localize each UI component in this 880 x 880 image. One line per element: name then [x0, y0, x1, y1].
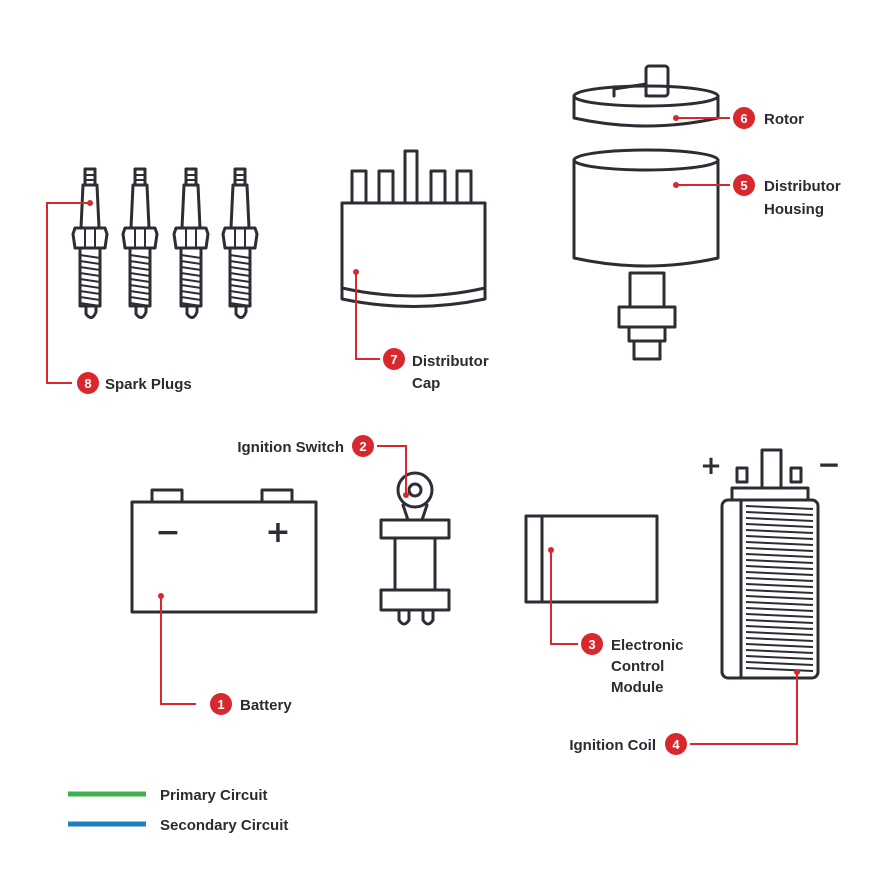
coil-negative-terminal: −	[817, 448, 840, 481]
rotor	[572, 64, 720, 128]
distributor-housing-callout: 5 Distributor Housing	[673, 174, 841, 218]
ignition-switch-number: 2	[359, 439, 366, 454]
spark-plug	[71, 167, 109, 319]
spark-plug	[172, 167, 210, 319]
spark-plug	[121, 167, 159, 319]
battery-positive-terminal: +	[265, 515, 290, 550]
legend-primary-label: Primary Circuit	[160, 787, 268, 804]
control-module-label-line1: Electronic	[611, 637, 684, 654]
rotor-callout: 6 Rotor	[673, 107, 804, 129]
spark-plugs-callout: 8 Spark Plugs	[46, 200, 192, 394]
spark-plugs-label: Spark Plugs	[105, 376, 192, 393]
ignition-coil: + −	[700, 448, 841, 680]
ignition-switch	[379, 471, 451, 626]
electronic-control-module	[524, 514, 659, 604]
control-module-number: 3	[588, 637, 595, 652]
distributor-cap-callout: 7 Distributor Cap	[353, 269, 489, 392]
ignition-switch-label: Ignition Switch	[237, 439, 344, 456]
control-module-label-line3: Module	[611, 679, 664, 696]
distributor-housing-label-line1: Distributor	[764, 178, 841, 195]
distributor-housing-label-line2: Housing	[764, 201, 824, 218]
rotor-number: 6	[740, 111, 747, 126]
rotor-label: Rotor	[764, 111, 804, 128]
coil-positive-terminal: +	[700, 451, 722, 481]
battery-label: Battery	[240, 697, 292, 714]
spark-plugs-number: 8	[84, 376, 91, 391]
distributor-housing-number: 5	[740, 178, 747, 193]
ignition-switch-callout: 2 Ignition Switch	[237, 435, 409, 498]
legend: Primary Circuit Secondary Circuit	[68, 787, 288, 834]
battery-negative-terminal: −	[155, 515, 180, 550]
distributor-cap-label-line2: Cap	[412, 375, 440, 392]
distributor-cap-label-line1: Distributor	[412, 353, 489, 370]
distributor-cap	[340, 149, 487, 308]
spark-plugs	[71, 167, 259, 319]
battery-number: 1	[217, 697, 224, 712]
distributor-cap-number: 7	[390, 352, 397, 367]
control-module-callout: 3 Electronic Control Module	[548, 547, 684, 696]
spark-plug	[221, 167, 259, 319]
ignition-coil-number: 4	[672, 737, 680, 752]
legend-secondary-label: Secondary Circuit	[160, 817, 288, 834]
ignition-coil-callout: 4 Ignition Coil	[569, 669, 800, 755]
distributor-housing	[572, 148, 720, 361]
battery-callout: 1 Battery	[158, 593, 292, 715]
control-module-label-line2: Control	[611, 658, 664, 675]
ignition-coil-label: Ignition Coil	[569, 737, 656, 754]
battery: − +	[130, 488, 318, 614]
